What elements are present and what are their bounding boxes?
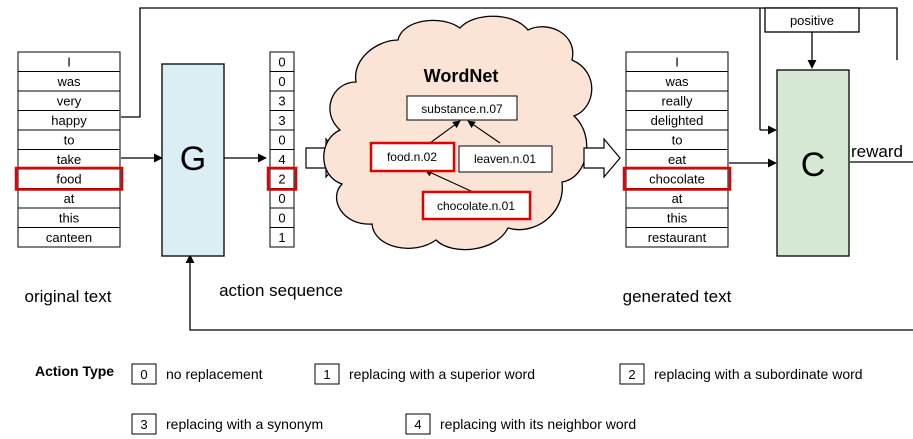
wordnet-title: WordNet <box>424 66 499 86</box>
action-cell-text: 1 <box>278 230 285 245</box>
generated-word-cell-text: at <box>672 191 683 206</box>
action-cell-text: 2 <box>278 171 285 186</box>
action-cell-text: 0 <box>278 74 285 89</box>
edge-food-to-substance <box>429 120 461 144</box>
action-highlight <box>266 166 298 191</box>
edge-chocolate-to-food <box>424 169 474 193</box>
action-cell-text: 0 <box>278 210 285 225</box>
generated-text-caption: generated text <box>623 287 732 306</box>
generated-word-cell-text: restaurant <box>648 230 707 245</box>
generated-word-cell-text: eat <box>668 152 686 167</box>
original-text-caption: original text <box>25 287 112 306</box>
legend-code: 4 <box>414 417 421 432</box>
original-word-cell-text: this <box>59 210 80 225</box>
action-cell-text: 3 <box>278 93 285 108</box>
node-food-label: food.n.02 <box>387 150 437 164</box>
legend-code: 1 <box>323 367 330 382</box>
generator-label: G <box>180 140 206 178</box>
generated-word-cell-text: chocolate <box>649 171 705 186</box>
action-cell <box>269 227 295 248</box>
node-chocolate-label: chocolate.n.01 <box>437 199 515 213</box>
original-word-cell-text: food <box>56 171 81 186</box>
original-word-cell-text: canteen <box>46 230 92 245</box>
original-word-cell-text: to <box>64 132 75 147</box>
action-cell-text: 0 <box>278 54 285 69</box>
action-cell-text: 4 <box>278 152 285 167</box>
legend-text: replacing with a synonym <box>166 416 323 432</box>
node-chocolate-box <box>421 190 532 221</box>
legend: Action Type 0 no replacement 1 replacing wi… <box>35 363 863 435</box>
original-word-cell-text: take <box>57 152 82 167</box>
positive-label: positive <box>790 13 834 28</box>
flow-lines <box>121 7 913 331</box>
action-cell-text: 0 <box>278 132 285 147</box>
classifier-label: C <box>801 146 826 184</box>
action-sequence-column: 0 0 3 3 0 4 2 0 0 1 <box>266 51 298 248</box>
generated-word-cell-text: delighted <box>651 113 704 128</box>
legend-code: 2 <box>628 367 635 382</box>
legend-code: 0 <box>140 367 147 382</box>
original-word-highlight <box>14 166 124 191</box>
original-word-cell-text: very <box>57 93 82 108</box>
generated-word-cell-text: was <box>664 74 689 89</box>
legend-text: replacing with a subordinate word <box>654 366 863 382</box>
legend-text: replacing with its neighbor word <box>440 416 636 432</box>
legend-code-box <box>314 363 340 385</box>
generated-word-cell-text: this <box>667 210 688 225</box>
generated-word-cell-text: really <box>661 93 693 108</box>
original-word-cell <box>17 227 121 248</box>
action-sequence-caption: action sequence <box>219 281 343 300</box>
node-leaven-box <box>458 145 553 173</box>
action-cell-text: 3 <box>278 113 285 128</box>
generated-word-cell-text: to <box>672 132 683 147</box>
node-substance-box <box>406 95 518 121</box>
original-word-cell-text: happy <box>51 113 87 128</box>
node-substance-label: substance.n.07 <box>421 102 503 116</box>
node-leaven-label: leaven.n.01 <box>474 152 536 166</box>
legend-text: no replacement <box>166 366 263 382</box>
original-word-cell-text: I <box>67 54 71 69</box>
legend-code-box <box>131 413 157 435</box>
generated-word-highlight <box>622 166 732 191</box>
classifier-box <box>776 69 850 257</box>
legend-code-box <box>619 363 645 385</box>
action-cell-text: 0 <box>278 191 285 206</box>
original-word-cell-text: at <box>64 191 75 206</box>
hollow-arrow-right <box>583 137 621 179</box>
legend-text: replacing with a superior word <box>349 366 535 382</box>
generated-word-cell-text: I <box>675 54 679 69</box>
edge-leaven-to-substance <box>467 120 501 144</box>
original-to-classifier-line <box>121 7 898 118</box>
node-food-box <box>369 141 456 173</box>
reward-label: reward <box>851 142 903 161</box>
reward-feedback-line <box>185 254 913 331</box>
generator-box <box>161 63 225 257</box>
legend-code-box <box>405 413 431 435</box>
legend-items: 0 no replacement 1 replacing with a superio… <box>131 363 863 435</box>
legend-code: 3 <box>140 417 147 432</box>
legend-code-box <box>131 363 157 385</box>
wordnet-cloud: WordNet substance.n.07 food.n.02 leaven.… <box>323 15 593 251</box>
generated-word-cell <box>625 227 729 248</box>
legend-title: Action Type <box>35 363 114 379</box>
original-word-cell-text: was <box>56 74 81 89</box>
positive-box <box>764 7 860 33</box>
